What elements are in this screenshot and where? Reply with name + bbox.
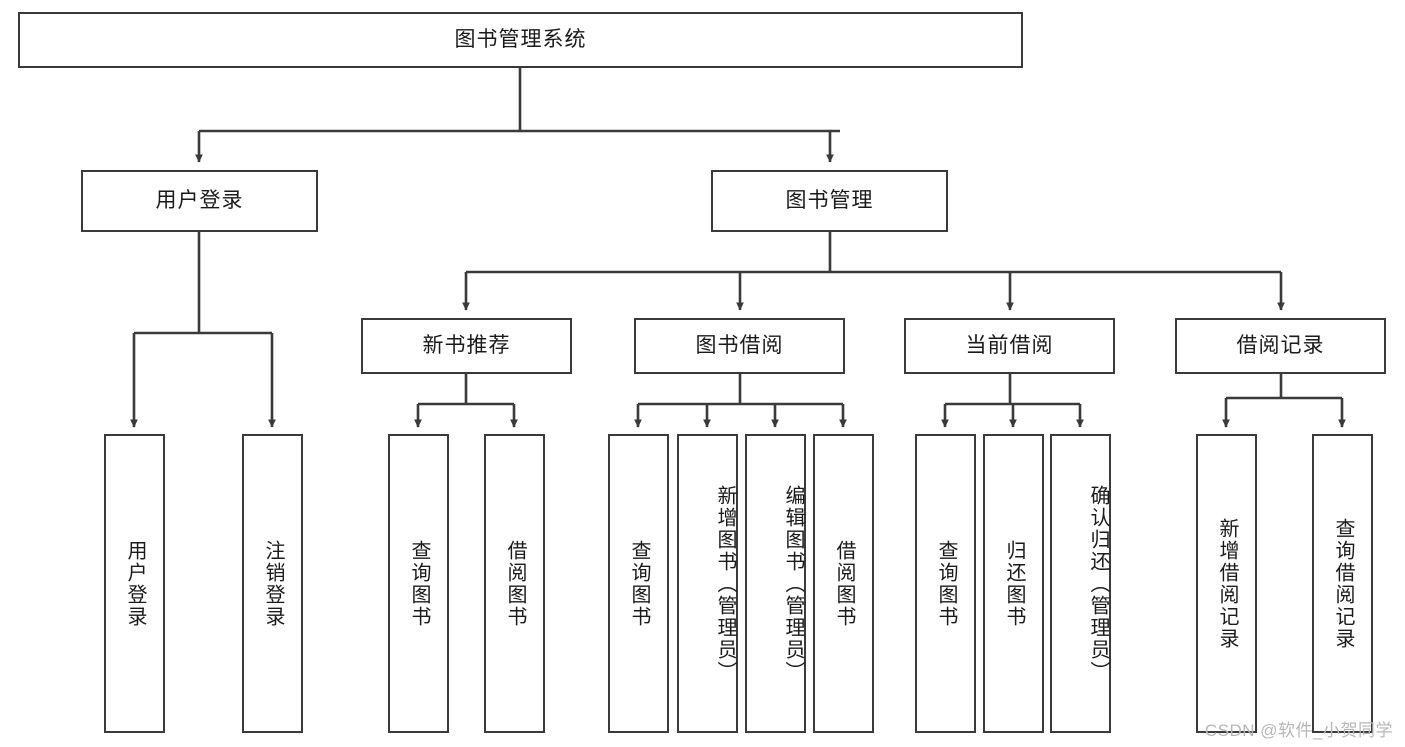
node-borrow-records-label: 借阅记录 (1236, 334, 1325, 358)
node-leaf-query-book-1-label: 查询图书 (408, 539, 430, 628)
node-leaf-user-login-label: 用户登录 (124, 539, 146, 628)
node-leaf-confirm-return-label: 确认归还（管理员） (1087, 484, 1109, 683)
node-user-login-label: 用户登录 (155, 189, 244, 213)
node-borrow-records[interactable]: 借阅记录 (1175, 318, 1386, 374)
node-leaf-borrow-book-1-label: 借阅图书 (504, 539, 526, 628)
node-leaf-borrow-book-1[interactable]: 借阅图书 (484, 434, 545, 733)
node-root[interactable]: 图书管理系统 (18, 12, 1023, 68)
node-current-borrow[interactable]: 当前借阅 (904, 318, 1115, 374)
node-leaf-add-book[interactable]: 新增图书（管理员） (677, 434, 738, 733)
watermark-text: CSDN @软件_小贺同学 (1204, 721, 1393, 740)
node-leaf-borrow-book-2[interactable]: 借阅图书 (813, 434, 874, 733)
node-leaf-return-book[interactable]: 归还图书 (983, 434, 1044, 733)
node-new-book-recommend-label: 新书推荐 (422, 334, 511, 358)
node-leaf-add-book-label: 新增图书（管理员） (714, 484, 736, 683)
node-leaf-add-record[interactable]: 新增借阅记录 (1196, 434, 1257, 733)
node-new-book-recommend[interactable]: 新书推荐 (361, 318, 572, 374)
node-leaf-query-book-1[interactable]: 查询图书 (388, 434, 449, 733)
node-root-label: 图书管理系统 (454, 28, 587, 52)
node-leaf-logout[interactable]: 注销登录 (242, 434, 303, 733)
node-book-management[interactable]: 图书管理 (711, 170, 948, 232)
node-book-borrow-label: 图书借阅 (695, 334, 784, 358)
node-user-login[interactable]: 用户登录 (81, 170, 318, 232)
node-leaf-user-login[interactable]: 用户登录 (104, 434, 165, 733)
node-leaf-query-book-2[interactable]: 查询图书 (608, 434, 669, 733)
node-leaf-confirm-return[interactable]: 确认归还（管理员） (1050, 434, 1111, 733)
node-book-borrow[interactable]: 图书借阅 (634, 318, 845, 374)
node-leaf-add-record-label: 新增借阅记录 (1216, 517, 1238, 650)
node-leaf-edit-book-label: 编辑图书（管理员） (782, 484, 804, 683)
node-leaf-edit-book[interactable]: 编辑图书（管理员） (745, 434, 806, 733)
node-leaf-query-book-3[interactable]: 查询图书 (915, 434, 976, 733)
node-leaf-borrow-book-2-label: 借阅图书 (833, 539, 855, 628)
node-leaf-query-book-2-label: 查询图书 (628, 539, 650, 628)
node-book-management-label: 图书管理 (785, 189, 874, 213)
node-leaf-query-record[interactable]: 查询借阅记录 (1312, 434, 1373, 733)
node-leaf-query-book-3-label: 查询图书 (935, 539, 957, 628)
node-leaf-return-book-label: 归还图书 (1003, 539, 1025, 628)
node-leaf-logout-label: 注销登录 (262, 539, 284, 628)
node-current-borrow-label: 当前借阅 (965, 334, 1054, 358)
node-leaf-query-record-label: 查询借阅记录 (1332, 517, 1354, 650)
